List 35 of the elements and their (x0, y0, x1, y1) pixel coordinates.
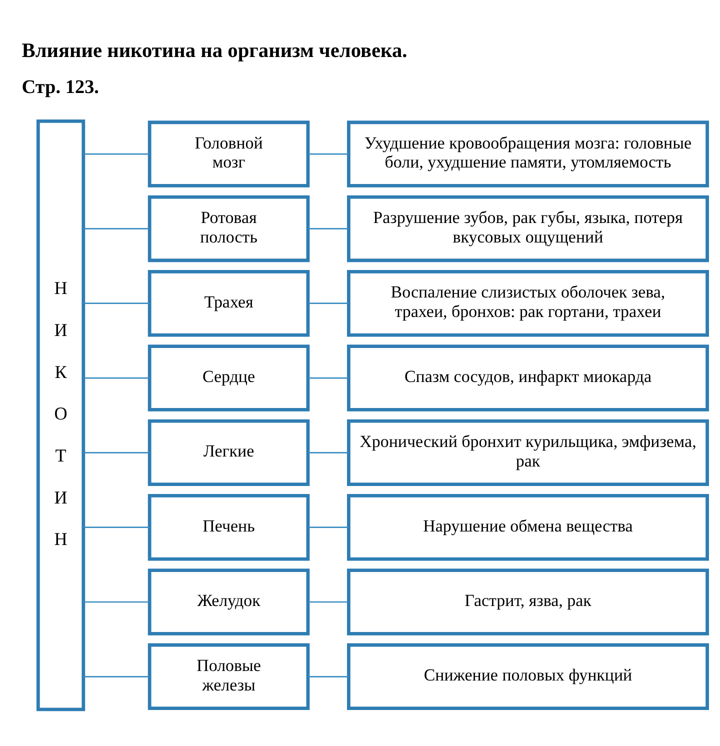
node-box: Воспаление слизистых оболочек зева, трахеи, бронхов: рак гортани, трахеи (347, 270, 709, 336)
diagram-title: Влияние никотина на организм человека. (22, 40, 408, 62)
node-box: Половые железы (148, 642, 310, 710)
node-box: Трахея (148, 270, 310, 336)
connector (308, 600, 348, 602)
connector (83, 376, 150, 378)
node-box: Снижение половых функций (347, 642, 709, 710)
connector (308, 676, 348, 677)
node-box: Легкие (148, 418, 310, 486)
node-box: Ротовая полость (148, 194, 310, 262)
connector (308, 376, 348, 378)
node-box: Нарушение обмена вещества (347, 493, 709, 560)
connector (308, 302, 348, 304)
connector (83, 676, 150, 677)
connector (83, 302, 150, 304)
node-box: Гастрит, язва, рак (347, 568, 709, 635)
node-box: Разрушение зубов, рак губы, языка, потеря вкусовых ощущений (347, 194, 709, 262)
node-box: Желудок (148, 568, 310, 635)
connector (308, 526, 348, 528)
connector (83, 600, 150, 602)
node-box: Хронический бронхит курильщика, эмфизема, рак (347, 418, 709, 486)
node-box: Сердце (148, 344, 310, 411)
connector (308, 452, 348, 453)
connector (83, 152, 150, 154)
connector (83, 452, 150, 453)
node-box: Ухудшение кровообращения мозга: головные боли, ухудшение памяти, утомляемость (347, 120, 709, 187)
node-box: Спазм сосудов, инфаркт миокарда (347, 344, 709, 411)
connector (83, 526, 150, 528)
node-box: Печень (148, 493, 310, 560)
node-box: Головной мозг (148, 120, 310, 187)
connector (83, 228, 150, 229)
connector (308, 228, 348, 229)
label: Стр. 123. (22, 76, 99, 98)
connector (308, 152, 348, 154)
node-box: НИКОТИН (36, 119, 86, 711)
